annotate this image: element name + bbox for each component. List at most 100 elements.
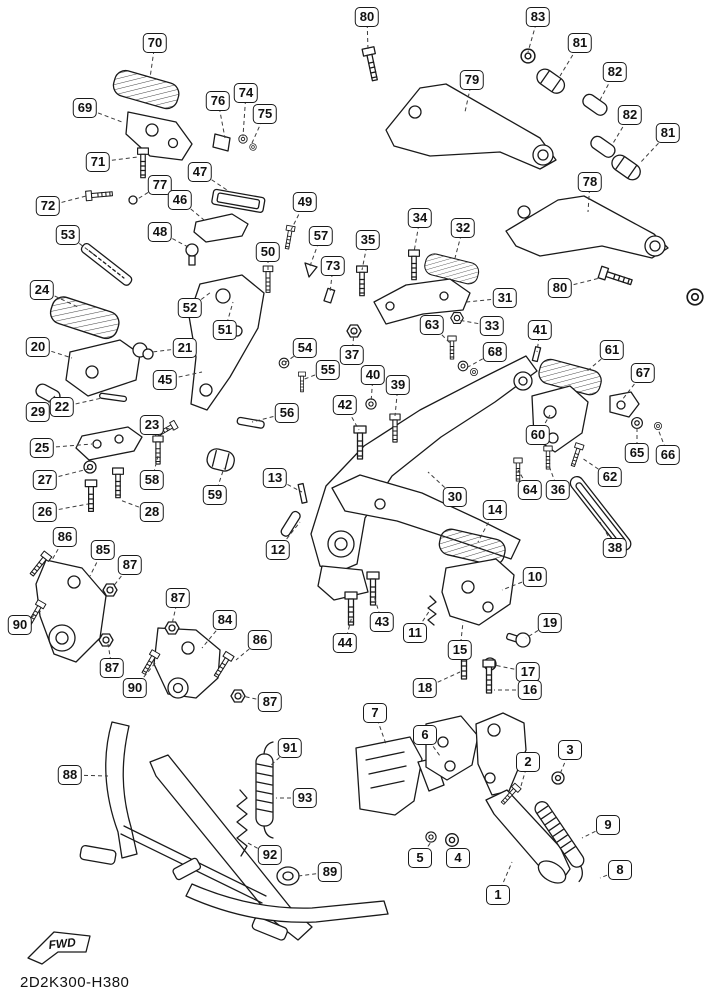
leader-line-43 [373,595,383,623]
leader-line-89 [297,871,331,877]
leader-line-18 [424,671,461,689]
leader-line-6 [424,734,441,757]
leader-line-38 [599,521,616,549]
leader-line-74 [242,92,247,137]
leader-line-10 [501,576,536,591]
leader-line-76 [217,100,226,139]
leader-line-29 [37,395,56,413]
leader-line-15 [459,621,464,651]
left-lower-brackets-art [25,550,246,703]
leader-line-68 [467,351,496,368]
leader-line-90 [19,609,43,626]
leader-line-78 [587,181,591,213]
leader-line-77 [135,184,161,201]
leader-line-1 [497,861,513,896]
leader-line-37 [351,331,355,356]
leader-line-70 [149,42,156,79]
leader-line-2 [520,761,529,787]
leader-line-52 [189,291,212,309]
leader-line-92 [245,841,271,856]
leader-line-62 [581,457,611,478]
leader-line-87 [241,695,271,703]
leader-line-63 [431,324,451,344]
leader-line-17 [493,664,529,673]
leader-line-32 [454,227,464,259]
leader-line-58 [151,455,159,481]
leader-line-64 [517,469,531,491]
leader-line-44 [344,615,353,644]
fwd-label: FWD [48,935,77,952]
top-left-footrest-art [80,67,336,312]
leader-line-48 [159,231,191,249]
leader-line-3 [559,749,571,775]
leader-line-91 [269,747,291,767]
front-left-footrest-art [35,293,265,512]
leader-line-27 [44,468,89,481]
leader-line-51 [224,301,234,331]
leader-line-84 [201,619,226,649]
leader-line-36 [547,462,559,491]
leader-line-73 [329,265,334,294]
leader-line-69 [84,107,123,123]
rear-footrest-art [344,526,531,694]
leader-line-88 [69,774,109,777]
leader-line-54 [285,347,306,363]
leader-line-41 [536,329,541,353]
leader-line-45 [164,371,203,381]
leader-line-31 [466,297,506,303]
top-right-brackets-art [361,46,704,306]
leader-line-13 [274,477,303,493]
leader-line-71 [97,156,139,163]
leader-line-7 [374,712,387,745]
leader-line-80 [366,16,369,51]
leader-line-82 [611,114,631,146]
leader-line-26 [44,503,89,513]
leader-line-47 [199,171,231,193]
leader-line-80 [559,277,601,289]
leader-line-55 [301,369,329,381]
fwd-direction-marker: FWD [27,931,91,965]
leader-line-25 [41,443,93,449]
leader-line-61 [585,349,613,373]
leader-line-87 [171,597,179,625]
leader-line-21 [151,347,186,353]
leader-line-22 [61,397,103,408]
diagram-code: 2D2K300-H380 [20,974,130,991]
leader-line-67 [621,372,644,401]
leader-line-39 [394,384,399,417]
leader-line-28 [119,499,153,513]
leader-line-33 [457,319,493,327]
leader-line-53 [67,234,97,257]
leader-line-23 [151,424,175,431]
leader-line-8 [599,869,621,879]
leader-line-86 [235,639,261,661]
leader-line-4 [451,845,459,859]
leader-line-20 [37,346,73,359]
leader-line-87 [107,643,113,669]
leader-line-9 [581,824,609,839]
leader-line-49 [290,201,306,231]
side-stand-art [355,712,585,884]
leader-line-46 [179,199,205,221]
leader-line-72 [47,195,87,207]
upper-mid-bracket-art [346,249,542,460]
leader-line-19 [525,622,551,639]
leader-line-86 [51,536,66,561]
leader-line-83 [527,16,539,53]
leader-line-87 [111,564,131,589]
center-stand-art [79,721,389,941]
leader-line-34 [413,217,421,253]
leader-line-75 [251,113,266,144]
leader-line-90 [134,661,157,689]
leader-line-82 [599,71,616,101]
leader-line-60 [537,414,551,436]
leader-line-56 [251,412,288,423]
leader-line-66 [657,428,669,456]
leader-line-85 [89,549,104,577]
leader-line-57 [309,235,322,267]
leader-line-24 [41,289,81,309]
leader-line-59 [214,467,225,496]
